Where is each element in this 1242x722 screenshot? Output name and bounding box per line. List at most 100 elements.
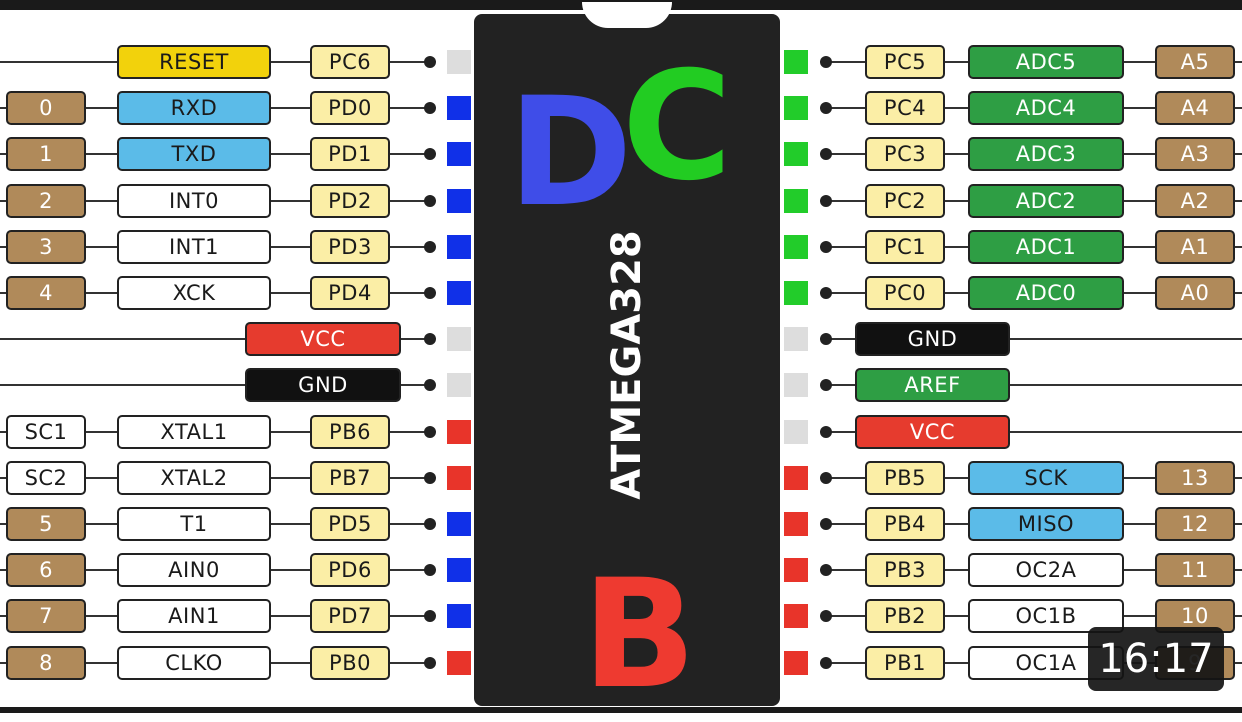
pin-connector	[0, 338, 432, 341]
pin-label: 2	[6, 183, 86, 218]
pin-dot	[424, 379, 436, 392]
pin-label: PC4	[865, 91, 945, 126]
video-timestamp: 16:17	[1088, 627, 1224, 691]
pin-label: AIN1	[117, 599, 271, 634]
pin-connector	[0, 384, 432, 387]
pin-dot	[820, 518, 832, 530]
pin-port-indicator	[784, 465, 808, 490]
pin-label: A3	[1155, 137, 1235, 172]
pin-label: A4	[1155, 91, 1235, 126]
pin-label: INT1	[117, 229, 271, 264]
pin-label: VCC	[245, 322, 401, 357]
pin-port-indicator	[447, 50, 471, 74]
pin-port-indicator	[447, 419, 471, 444]
pin-dot	[424, 102, 436, 115]
pin-label: VCC	[855, 414, 1010, 449]
pin-port-indicator	[784, 419, 808, 444]
pin-label: XTAL2	[117, 460, 271, 495]
pin-dot	[820, 656, 832, 669]
pin-label: PB3	[865, 553, 945, 588]
pin-label: 8	[6, 645, 86, 680]
pin-dot	[820, 610, 832, 623]
port-c-letter: C	[622, 40, 733, 214]
pin-port-indicator	[447, 281, 471, 305]
pin-label: PD4	[310, 276, 390, 310]
pin-dot	[820, 333, 832, 346]
pin-dot	[424, 287, 436, 299]
pin-port-indicator	[784, 188, 808, 213]
pin-dot	[820, 194, 832, 207]
pin-label: 4	[6, 276, 86, 310]
pin-dot	[424, 656, 436, 669]
pin-label: PD0	[310, 91, 390, 126]
pin-label: PB1	[865, 645, 945, 680]
pin-label: PB4	[865, 507, 945, 541]
pin-dot	[820, 148, 832, 161]
pin-label: A0	[1155, 276, 1235, 310]
pin-port-indicator	[447, 604, 471, 629]
pin-dot	[424, 564, 436, 577]
pin-label: PC0	[865, 276, 945, 310]
pin-port-indicator	[784, 650, 808, 675]
pin-dot	[424, 333, 436, 346]
pin-dot	[820, 240, 832, 253]
pin-dot	[820, 471, 832, 484]
pin-label: PD1	[310, 137, 390, 172]
pin-port-indicator	[784, 327, 808, 352]
pin-label: XTAL1	[117, 414, 271, 449]
pin-label: ADC3	[968, 137, 1124, 172]
pin-dot	[820, 102, 832, 115]
pin-label: ADC4	[968, 91, 1124, 126]
pin-label: 0	[6, 91, 86, 126]
pin-label: ADC2	[968, 183, 1124, 218]
pin-dot	[820, 425, 832, 438]
pin-dot	[424, 471, 436, 484]
port-b-letter: B	[582, 548, 697, 722]
pin-connector	[822, 384, 1242, 387]
pin-label: AIN0	[117, 553, 271, 588]
pin-label: PC6	[310, 45, 390, 79]
pin-label: PD5	[310, 507, 390, 541]
pin-port-indicator	[447, 650, 471, 675]
pin-dot	[820, 287, 832, 299]
pin-label: SCK	[968, 460, 1124, 495]
pin-port-indicator	[447, 142, 471, 167]
pin-dot	[424, 194, 436, 207]
pin-port-indicator	[784, 50, 808, 74]
pin-label: SC1	[6, 414, 86, 449]
pin-port-indicator	[784, 281, 808, 305]
pin-label: PC3	[865, 137, 945, 172]
pin-port-indicator	[447, 373, 471, 398]
pin-dot	[424, 56, 436, 68]
pin-label: PC2	[865, 183, 945, 218]
pin-label: XCK	[117, 276, 271, 310]
pin-port-indicator	[784, 604, 808, 629]
pin-connector	[822, 430, 1242, 433]
pin-port-indicator	[447, 234, 471, 259]
pin-label: PD6	[310, 553, 390, 588]
pin-label: T1	[117, 507, 271, 541]
pin-port-indicator	[447, 188, 471, 213]
pin-label: TXD	[117, 137, 271, 172]
pin-label: PB6	[310, 414, 390, 449]
chip-notch	[582, 2, 672, 28]
pin-label: PB0	[310, 645, 390, 680]
pin-label: A2	[1155, 183, 1235, 218]
pin-label: 3	[6, 229, 86, 264]
pin-dot	[424, 518, 436, 530]
pin-port-indicator	[447, 512, 471, 536]
pin-port-indicator	[447, 465, 471, 490]
pin-label: 6	[6, 553, 86, 588]
pin-port-indicator	[784, 96, 808, 121]
pin-label: MISO	[968, 507, 1124, 541]
pin-port-indicator	[784, 512, 808, 536]
pin-label: PC5	[865, 45, 945, 79]
pin-dot	[424, 148, 436, 161]
pin-label: PB7	[310, 460, 390, 495]
pin-label: PB5	[865, 460, 945, 495]
pin-label: RXD	[117, 91, 271, 126]
pin-label: 7	[6, 599, 86, 634]
pin-dot	[424, 610, 436, 623]
pin-label: A1	[1155, 229, 1235, 264]
pin-label: PD7	[310, 599, 390, 634]
